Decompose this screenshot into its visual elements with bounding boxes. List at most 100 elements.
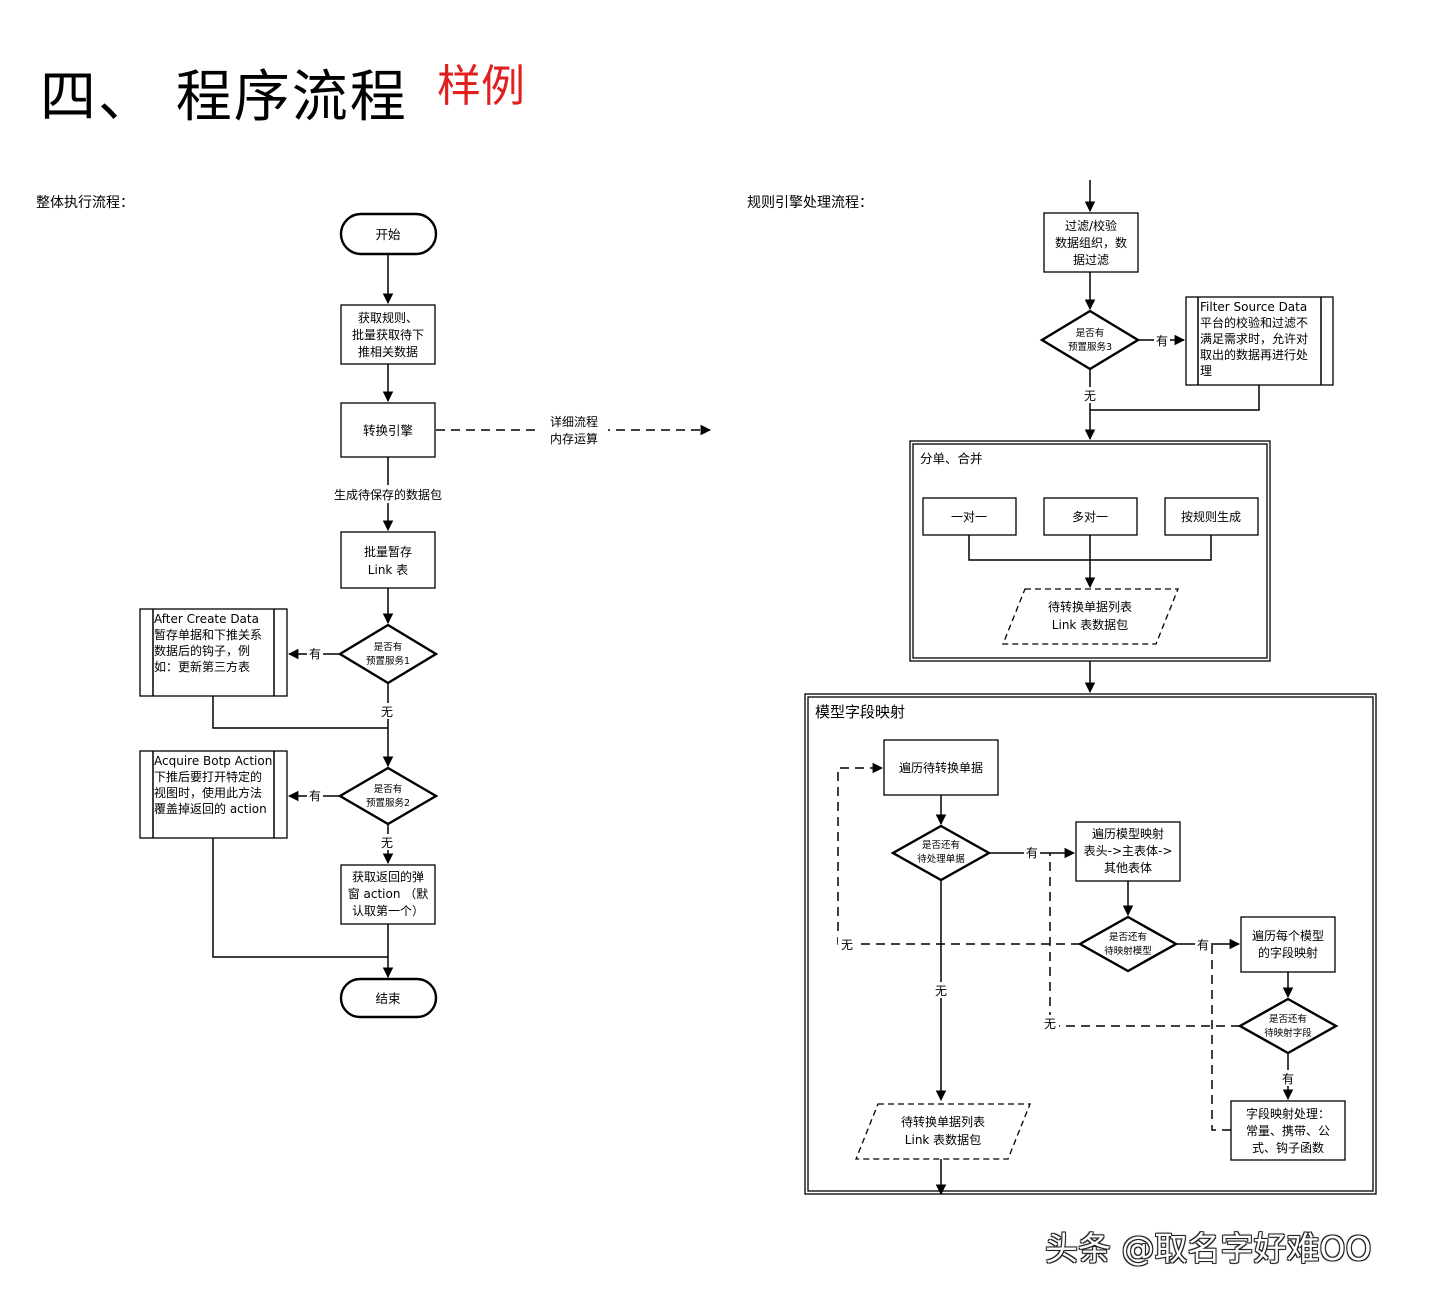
svg-text:待处理单据: 待处理单据 bbox=[917, 853, 965, 865]
svg-text:过滤/校验: 过滤/校验 bbox=[1065, 218, 1117, 233]
svg-text:有: 有 bbox=[309, 789, 321, 803]
batch-save-box: 批量暂存 Link 表 bbox=[340, 531, 436, 589]
svg-text:一对一: 一对一 bbox=[951, 510, 987, 524]
svg-text:的字段映射: 的字段映射 bbox=[1258, 945, 1318, 960]
option-many-to-one: 多对一 bbox=[1043, 497, 1138, 536]
svg-text:是否有: 是否有 bbox=[374, 641, 403, 653]
svg-text:After Create Data: After Create Data bbox=[154, 612, 259, 626]
option-by-rule: 按规则生成 bbox=[1164, 497, 1259, 536]
svg-text:表头->主表体->: 表头->主表体-> bbox=[1084, 844, 1173, 858]
svg-text:视图时，使用此方法: 视图时，使用此方法 bbox=[154, 785, 262, 800]
svg-text:暂存单据和下推关系: 暂存单据和下推关系 bbox=[154, 628, 262, 642]
filter-validate-box: 过滤/校验 数据组织，数 据过滤 bbox=[1043, 212, 1139, 273]
decision-pending-models: 是否还有 待映射模型 bbox=[1077, 915, 1179, 973]
svg-text:有: 有 bbox=[1026, 846, 1038, 860]
svg-text:数据组织，数: 数据组织，数 bbox=[1055, 235, 1127, 250]
svg-text:内存运算: 内存运算 bbox=[550, 431, 598, 446]
mapping-output-data: 待转换单据列表 Link 表数据包 bbox=[855, 1103, 1031, 1160]
filter-source-data-box: Filter Source Data 平台的校验和过滤不 满足需求时，允许对 取… bbox=[1185, 296, 1334, 386]
iterate-bills-box: 遍历待转换单据 bbox=[883, 739, 999, 796]
svg-text:有: 有 bbox=[1197, 938, 1209, 952]
conversion-engine-box: 转换引擎 bbox=[340, 402, 436, 458]
svg-text:满足需求时，允许对: 满足需求时，允许对 bbox=[1200, 331, 1308, 346]
svg-text:遍历模型映射: 遍历模型映射 bbox=[1092, 826, 1164, 841]
svg-text:是否有: 是否有 bbox=[1076, 327, 1105, 339]
option-one-to-one: 一对一 bbox=[922, 497, 1017, 536]
svg-text:无: 无 bbox=[381, 836, 393, 850]
split-output-data: 待转换单据列表 Link 表数据包 bbox=[1002, 588, 1179, 645]
watermark: 头条 @取名字好难OO bbox=[1045, 1229, 1372, 1268]
svg-text:平台的校验和过滤不: 平台的校验和过滤不 bbox=[1200, 315, 1308, 330]
decision-pending-fields: 是否还有 待映射字段 bbox=[1237, 997, 1339, 1055]
svg-text:无: 无 bbox=[841, 938, 853, 952]
svg-text:其他表体: 其他表体 bbox=[1104, 861, 1152, 875]
svg-text:无: 无 bbox=[1084, 389, 1096, 403]
svg-text:推相关数据: 推相关数据 bbox=[358, 344, 418, 359]
left-section-label: 整体执行流程： bbox=[36, 195, 134, 211]
left-flowchart: 开始 获取规则、 批量获取待下 推相关数据 转换引擎 详细流程 内存运算 生成待… bbox=[139, 212, 712, 1019]
svg-text:是否还有: 是否还有 bbox=[1269, 1013, 1307, 1025]
decision-service-3: 是否有 预置服务3 bbox=[1039, 309, 1141, 371]
svg-text:预置服务3: 预置服务3 bbox=[1068, 341, 1112, 353]
svg-text:遍历每个模型: 遍历每个模型 bbox=[1252, 928, 1324, 943]
svg-text:常量、携带、公: 常量、携带、公 bbox=[1246, 1123, 1330, 1138]
svg-text:Link 表: Link 表 bbox=[368, 563, 408, 577]
start-label: 开始 bbox=[375, 227, 401, 242]
end-label: 结束 bbox=[375, 991, 401, 1006]
svg-text:无: 无 bbox=[381, 705, 393, 719]
svg-text:覆盖掉返回的 action: 覆盖掉返回的 action bbox=[154, 801, 267, 816]
svg-text:预置服务2: 预置服务2 bbox=[366, 797, 410, 809]
detail-note: 详细流程 bbox=[550, 414, 598, 429]
svg-text:预置服务1: 预置服务1 bbox=[366, 655, 410, 667]
svg-text:数据后的钩子，例: 数据后的钩子，例 bbox=[154, 643, 250, 658]
after-create-data-box: After Create Data 暂存单据和下推关系 数据后的钩子，例 如：更… bbox=[139, 608, 288, 697]
start-terminal: 开始 bbox=[339, 212, 438, 256]
svg-text:遍历待转换单据: 遍历待转换单据 bbox=[899, 760, 983, 775]
decision-service-1: 是否有 预置服务1 bbox=[337, 623, 439, 685]
svg-text:有: 有 bbox=[309, 647, 321, 661]
model-mapping-container: 模型字段映射 遍历待转换单据 是否还有 待处理单据 有 遍历模型映射 表头->主… bbox=[804, 693, 1377, 1195]
svg-text:Link 表数据包: Link 表数据包 bbox=[905, 1132, 981, 1147]
svg-text:是否还有: 是否还有 bbox=[1109, 931, 1147, 943]
fetch-data-box: 获取规则、 批量获取待下 推相关数据 bbox=[340, 304, 436, 365]
svg-text:Link 表数据包: Link 表数据包 bbox=[1052, 617, 1128, 632]
generate-label: 生成待保存的数据包 bbox=[334, 487, 442, 502]
end-terminal: 结束 bbox=[339, 977, 438, 1019]
svg-text:待转换单据列表: 待转换单据列表 bbox=[901, 1114, 985, 1129]
acquire-botp-action-box: Acquire Botp Action 下推后要打开特定的 视图时，使用此方法 … bbox=[139, 750, 288, 839]
svg-text:式、钩子函数: 式、钩子函数 bbox=[1252, 1140, 1324, 1155]
svg-text:待转换单据列表: 待转换单据列表 bbox=[1048, 599, 1132, 614]
iterate-models-box: 遍历模型映射 表头->主表体-> 其他表体 bbox=[1075, 821, 1181, 882]
svg-text:无: 无 bbox=[1044, 1017, 1056, 1031]
page-title: 四、 程序流程 bbox=[40, 65, 408, 130]
svg-text:是否还有: 是否还有 bbox=[922, 839, 960, 851]
iterate-fields-box: 遍历每个模型 的字段映射 bbox=[1240, 916, 1336, 973]
get-popup-action-box: 获取返回的弹 窗 action （默 认取第一个） bbox=[340, 864, 436, 925]
svg-text:按规则生成: 按规则生成 bbox=[1181, 509, 1241, 524]
svg-text:下推后要打开特定的: 下推后要打开特定的 bbox=[154, 769, 262, 784]
right-flowchart: 过滤/校验 数据组织，数 据过滤 是否有 预置服务3 有 Filter Sour… bbox=[804, 180, 1377, 1196]
svg-text:理: 理 bbox=[1200, 364, 1212, 378]
svg-text:待映射字段: 待映射字段 bbox=[1264, 1027, 1312, 1039]
svg-text:有: 有 bbox=[1282, 1072, 1294, 1086]
svg-text:据过滤: 据过滤 bbox=[1073, 253, 1109, 267]
field-mapping-process-box: 字段映射处理： 常量、携带、公 式、钩子函数 bbox=[1230, 1100, 1346, 1161]
svg-text:获取规则、: 获取规则、 bbox=[358, 310, 418, 325]
svg-text:Filter Source Data: Filter Source Data bbox=[1200, 300, 1307, 314]
right-section-label: 规则引擎处理流程： bbox=[747, 195, 873, 211]
svg-text:是否有: 是否有 bbox=[374, 783, 403, 795]
svg-text:获取返回的弹: 获取返回的弹 bbox=[352, 869, 424, 884]
svg-text:多对一: 多对一 bbox=[1072, 510, 1108, 524]
svg-text:批量获取待下: 批量获取待下 bbox=[352, 327, 424, 342]
svg-text:如：更新第三方表: 如：更新第三方表 bbox=[154, 659, 250, 674]
svg-text:字段映射处理：: 字段映射处理： bbox=[1246, 1106, 1330, 1121]
model-mapping-title: 模型字段映射 bbox=[815, 703, 905, 721]
svg-text:批量暂存: 批量暂存 bbox=[364, 544, 412, 559]
svg-text:转换引擎: 转换引擎 bbox=[363, 423, 413, 438]
svg-text:Acquire Botp Action: Acquire Botp Action bbox=[154, 754, 272, 768]
svg-text:有: 有 bbox=[1156, 334, 1168, 348]
svg-text:取出的数据再进行处: 取出的数据再进行处 bbox=[1200, 347, 1308, 362]
decision-pending-bills: 是否还有 待处理单据 bbox=[890, 824, 992, 882]
sample-tag: 样例 bbox=[437, 61, 525, 112]
